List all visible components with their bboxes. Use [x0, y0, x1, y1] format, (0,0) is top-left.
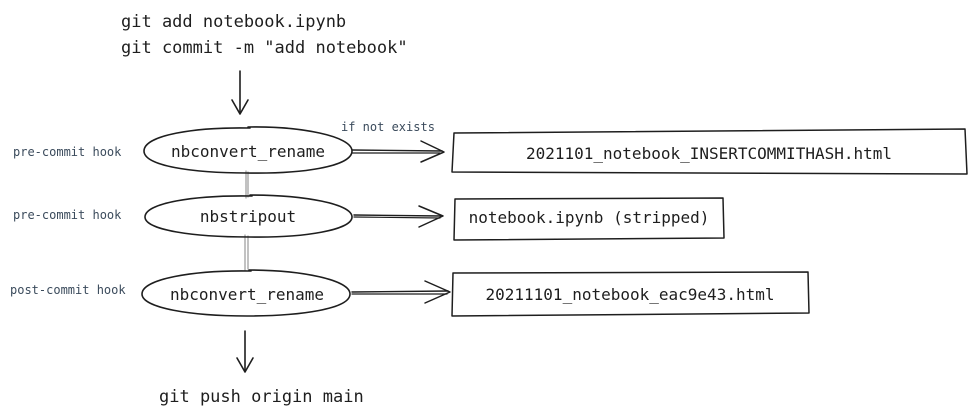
edge-label-if-not-exists: if not exists [341, 120, 435, 134]
process-nbconvert-rename-2: nbconvert_rename [170, 285, 324, 304]
output-stripped-notebook: notebook.ipynb (stripped) [469, 208, 710, 227]
arrow-hooks-to-push [236, 330, 254, 373]
output-box-1 [451, 128, 968, 175]
hook-label-post-commit: post-commit hook [10, 283, 126, 297]
ellipse-connectors [244, 170, 249, 271]
process-ellipse-3 [141, 269, 351, 317]
process-nbconvert-rename-1: nbconvert_rename [171, 142, 325, 161]
process-ellipse-1 [143, 126, 353, 174]
arrow-commit-to-hooks [231, 70, 249, 115]
hook-label-pre-commit-1: pre-commit hook [13, 145, 122, 159]
output-html-placeholder: 2021101_notebook_INSERTCOMMITHASH.html [526, 144, 892, 163]
arrow-row-2 [353, 205, 444, 228]
arrow-row-3 [351, 280, 451, 304]
command-git-commit: git commit -m "add notebook" [121, 38, 408, 58]
process-nbstripout: nbstripout [200, 207, 296, 226]
command-git-push: git push origin main [159, 387, 364, 407]
arrow-row-1 [351, 140, 445, 163]
process-ellipse-2 [144, 194, 353, 238]
output-box-3 [451, 271, 810, 317]
hook-label-pre-commit-2: pre-commit hook [13, 208, 122, 222]
output-box-2 [453, 197, 725, 241]
output-html-final: 20211101_notebook_eac9e43.html [486, 285, 775, 304]
command-git-add: git add notebook.ipynb [121, 12, 346, 32]
